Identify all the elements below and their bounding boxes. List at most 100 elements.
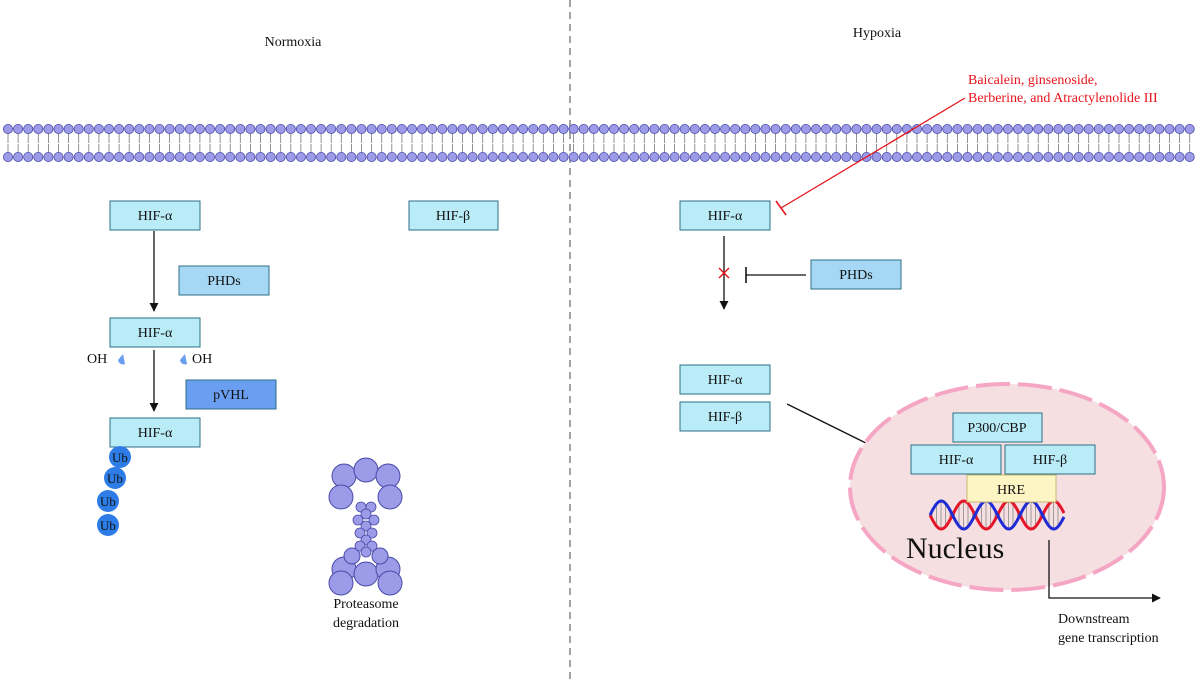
lipid-head-inner — [396, 151, 407, 162]
lipid-head-outer — [497, 124, 508, 135]
lipid-head-outer — [891, 124, 902, 135]
cell-membrane — [3, 124, 1195, 162]
lipid-head-inner — [275, 151, 286, 162]
lipid-head-outer — [13, 124, 24, 135]
lipid-head-outer — [1184, 124, 1195, 135]
lipid-head-inner — [1174, 151, 1185, 162]
lipid-head-inner — [215, 151, 226, 162]
lipid-head-outer — [770, 124, 781, 135]
lipid-head-inner — [467, 151, 478, 162]
lipid-head-inner — [63, 151, 74, 162]
lipid-head-inner — [710, 151, 721, 162]
proteasome-stem-subunit — [354, 527, 366, 539]
hypoxia-phds-label: PHDs — [839, 268, 872, 283]
proteasome-subunit — [371, 547, 389, 565]
lipid-head-outer — [972, 124, 983, 135]
hre-label: HRE — [997, 483, 1025, 498]
lipid-head-outer — [538, 124, 549, 135]
oh-label-left: OH — [87, 352, 107, 367]
ubiquitin-circle-1 — [109, 446, 131, 468]
lipid-head-outer — [821, 124, 832, 135]
lipid-head-outer — [265, 124, 276, 135]
lipid-head-inner — [821, 151, 832, 162]
lipid-head-inner — [629, 151, 640, 162]
dna-strand-blue — [928, 499, 1066, 531]
lipid-head-outer — [1013, 124, 1024, 135]
lipid-head-outer — [1134, 124, 1145, 135]
lipid-head-inner — [144, 151, 155, 162]
lipid-head-inner — [740, 151, 751, 162]
pvhl-label: pVHL — [213, 388, 249, 403]
ubiquitin-label-4: Ub — [100, 518, 116, 533]
nucleus-label: Nucleus — [906, 532, 1004, 565]
lipid-head-inner — [124, 151, 135, 162]
lipid-head-outer — [194, 124, 205, 135]
lipid-head-outer — [275, 124, 286, 135]
hypoxia-hif-alpha-box-1 — [679, 200, 771, 231]
normoxia-hif-alpha-label-2: HIF-α — [138, 326, 173, 341]
lipid-head-inner — [204, 151, 215, 162]
lipid-head-inner — [841, 151, 852, 162]
lipid-head-inner — [720, 151, 731, 162]
proteasome-stem-subunit — [368, 514, 380, 526]
lipid-head-outer — [1114, 124, 1125, 135]
lipid-head-inner — [790, 151, 801, 162]
lipid-head-inner — [1103, 151, 1114, 162]
pvhl-box — [185, 379, 277, 410]
lipid-head-outer — [356, 124, 367, 135]
lipid-head-outer — [992, 124, 1003, 135]
lipid-head-outer — [114, 124, 125, 135]
normoxia-hif-alpha-label-1: HIF-α — [138, 209, 173, 224]
ubiquitin-circle-2 — [104, 467, 126, 489]
nuclear-hif-alpha-label: HIF-α — [939, 453, 974, 468]
lipid-head-outer — [811, 124, 822, 135]
lipid-head-inner — [831, 151, 842, 162]
lipid-head-inner — [699, 151, 710, 162]
lipid-head-outer — [437, 124, 448, 135]
lipid-head-inner — [93, 151, 104, 162]
lipid-head-outer — [326, 124, 337, 135]
lipid-head-inner — [518, 151, 529, 162]
lipid-head-inner — [1063, 151, 1074, 162]
lipid-head-inner — [417, 151, 428, 162]
lipid-head-inner — [1002, 151, 1013, 162]
proteasome-stem-subunit — [366, 527, 378, 539]
lipid-head-outer — [598, 124, 609, 135]
lipid-head-outer — [316, 124, 327, 135]
hypoxia-hif-beta-box — [679, 401, 771, 432]
lipid-head-outer — [3, 124, 13, 135]
lipid-head-inner — [255, 151, 266, 162]
lipid-head-inner — [1013, 151, 1024, 162]
lipid-head-outer — [285, 124, 296, 135]
lipid-head-outer — [790, 124, 801, 135]
lipid-head-outer — [518, 124, 529, 135]
lipid-head-inner — [992, 151, 1003, 162]
hydroxyl-drop-right — [180, 354, 187, 365]
lipid-head-inner — [659, 151, 670, 162]
ubiquitin-label-2: Ub — [107, 471, 123, 486]
inhibitor-bar — [775, 200, 787, 216]
lipid-head-inner — [3, 151, 13, 162]
lipid-head-outer — [1103, 124, 1114, 135]
lipid-head-inner — [305, 151, 316, 162]
p300-cbp-box — [952, 412, 1043, 443]
lipid-head-inner — [174, 151, 185, 162]
lipid-head-outer — [548, 124, 559, 135]
proteasome-subunit — [328, 484, 354, 510]
lipid-head-outer — [1002, 124, 1013, 135]
lipid-head-outer — [558, 124, 569, 135]
lipid-head-inner — [558, 151, 569, 162]
lipid-head-outer — [417, 124, 428, 135]
lipid-head-outer — [154, 124, 165, 135]
lipid-head-outer — [922, 124, 933, 135]
lipid-head-outer — [1073, 124, 1084, 135]
lipid-head-outer — [689, 124, 700, 135]
lipid-head-inner — [770, 151, 781, 162]
inhibitor-line — [780, 97, 966, 209]
proteasome-subunit — [331, 463, 357, 489]
lipid-head-outer — [23, 124, 34, 135]
normoxia-title: Normoxia — [265, 35, 323, 50]
lipid-head-outer — [649, 124, 660, 135]
lipid-head-outer — [1164, 124, 1175, 135]
